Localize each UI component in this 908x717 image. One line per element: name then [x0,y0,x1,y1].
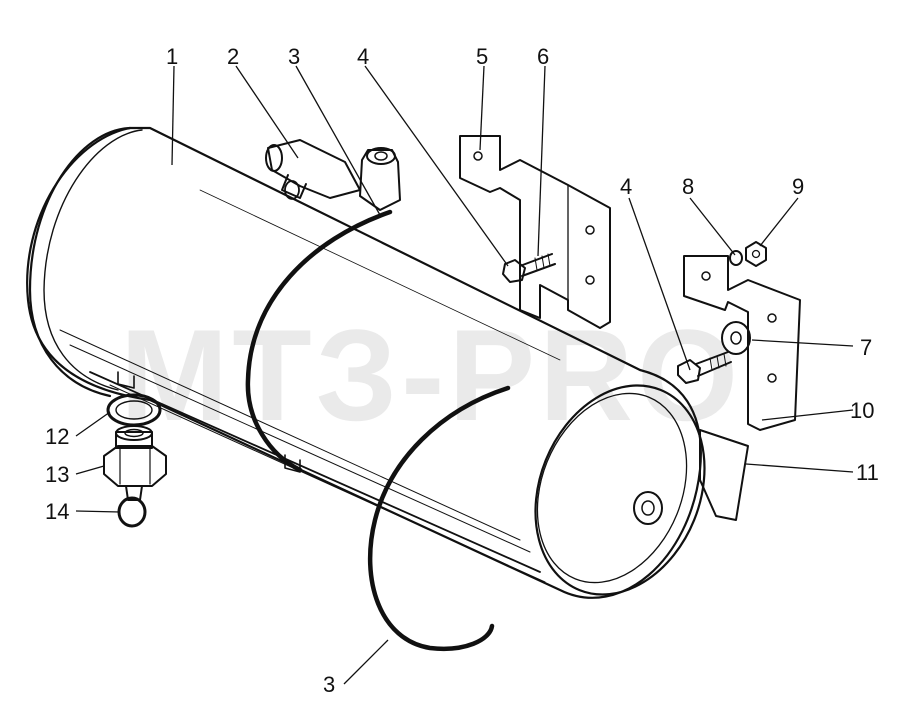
leader-lines [75,65,854,685]
left-bracket [459,135,611,329]
callout-2: 2 [227,44,239,69]
right-bracket [683,255,801,431]
mounting-strap [245,209,511,652]
callout-4: 4 [357,44,369,69]
callout-7: 7 [860,335,872,360]
callout-3b: 3 [323,672,335,697]
callout-labels: 1 2 3 4 5 6 4 8 9 7 10 11 12 13 14 3 [45,44,879,697]
callout-12: 12 [45,424,69,449]
callout-3: 3 [288,44,300,69]
right-pad [699,429,749,521]
callout-9: 9 [792,174,804,199]
left-bolt [502,253,556,283]
nut [745,241,767,267]
callout-6: 6 [537,44,549,69]
callout-1: 1 [166,44,178,69]
tee-fitting [265,139,401,211]
drain-ring [117,496,147,528]
callout-10: 10 [850,398,874,423]
callout-5: 5 [476,44,488,69]
spring-washer [729,250,743,266]
callout-8: 8 [682,174,694,199]
callout-4b: 4 [620,174,632,199]
callout-13: 13 [45,462,69,487]
right-bolt [677,351,732,384]
washer [721,321,751,355]
receiver-tank [26,126,706,599]
callout-11: 11 [856,460,879,485]
watermark: МТЗ-PRO [120,302,742,448]
callout-14: 14 [45,499,69,524]
drain-valve [103,425,167,501]
